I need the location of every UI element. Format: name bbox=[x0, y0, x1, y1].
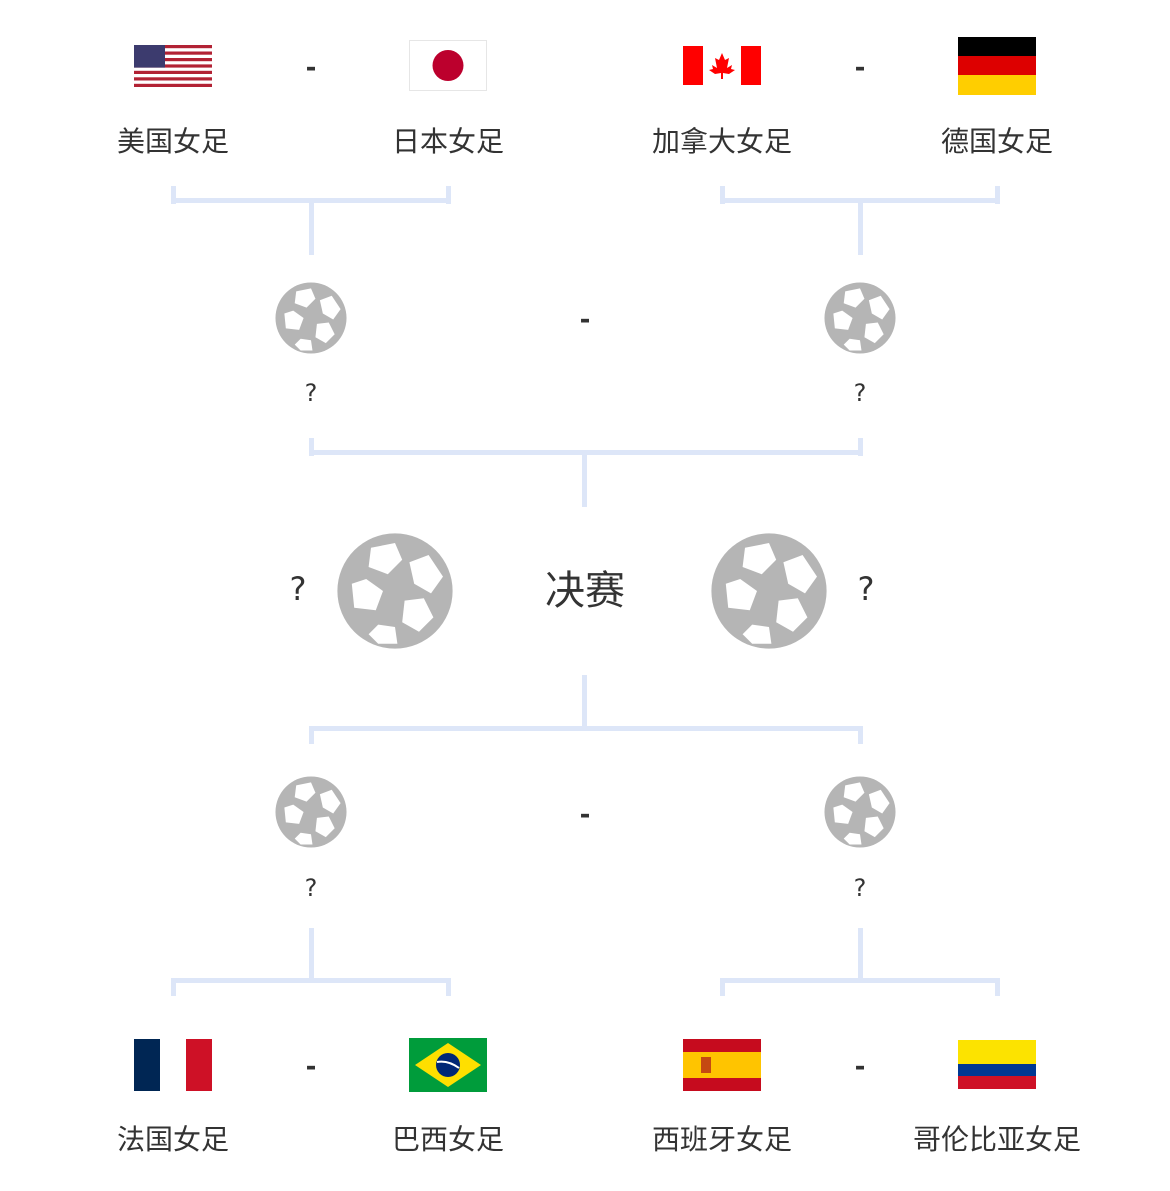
connector-line bbox=[995, 186, 1000, 204]
connector-line bbox=[446, 978, 451, 996]
match-separator: - bbox=[854, 53, 866, 83]
canada-flag-icon[interactable] bbox=[683, 46, 761, 85]
connector-line bbox=[858, 928, 863, 982]
team-name[interactable]: 西班牙女足 bbox=[651, 1123, 792, 1156]
connector-line bbox=[582, 675, 587, 731]
team-name[interactable]: 德国女足 bbox=[940, 125, 1053, 158]
semifinal-team: ? bbox=[853, 379, 867, 407]
soccer-ball-icon bbox=[824, 776, 896, 848]
semifinal-team: ? bbox=[853, 874, 867, 902]
connector-line bbox=[720, 978, 725, 996]
connector-line bbox=[582, 450, 587, 507]
finalist-right: ? bbox=[857, 570, 875, 608]
match-separator: - bbox=[305, 53, 317, 83]
connector-line bbox=[171, 186, 176, 204]
team-name[interactable]: 日本女足 bbox=[391, 125, 504, 158]
connector-line bbox=[171, 978, 451, 983]
connector-line bbox=[309, 198, 314, 255]
usa-flag-icon[interactable] bbox=[134, 45, 212, 87]
spain-flag-icon[interactable] bbox=[683, 1039, 761, 1091]
connector-line bbox=[858, 198, 863, 255]
germany-flag-icon[interactable] bbox=[958, 37, 1036, 95]
connector-line bbox=[995, 978, 1000, 996]
japan-flag-icon[interactable] bbox=[409, 40, 487, 91]
connector-line bbox=[720, 978, 1000, 983]
france-flag-icon[interactable] bbox=[134, 1039, 212, 1091]
connector-line bbox=[309, 438, 314, 456]
soccer-ball-icon bbox=[337, 533, 453, 649]
soccer-ball-icon bbox=[824, 282, 896, 354]
team-name[interactable]: 哥伦比亚女足 bbox=[912, 1123, 1081, 1156]
soccer-ball-icon bbox=[275, 776, 347, 848]
team-name[interactable]: 加拿大女足 bbox=[651, 125, 792, 158]
connector-line bbox=[309, 726, 314, 744]
connector-line bbox=[446, 186, 451, 204]
soccer-ball-icon bbox=[275, 282, 347, 354]
connector-line bbox=[720, 186, 725, 204]
match-separator: - bbox=[854, 1052, 866, 1082]
finalist-left: ? bbox=[289, 570, 307, 608]
match-separator: - bbox=[579, 800, 591, 830]
team-name[interactable]: 美国女足 bbox=[116, 125, 229, 158]
brazil-flag-icon[interactable] bbox=[409, 1038, 487, 1092]
connector-line bbox=[171, 978, 176, 996]
team-name[interactable]: 法国女足 bbox=[116, 1123, 229, 1156]
colombia-flag-icon[interactable] bbox=[958, 1040, 1036, 1089]
connector-line bbox=[309, 928, 314, 982]
semifinal-team: ? bbox=[304, 379, 318, 407]
connector-line bbox=[858, 726, 863, 744]
team-name[interactable]: 巴西女足 bbox=[391, 1123, 504, 1156]
connector-line bbox=[858, 438, 863, 456]
final-label: 决赛 bbox=[545, 568, 625, 614]
soccer-ball-icon bbox=[711, 533, 827, 649]
semifinal-team: ? bbox=[304, 874, 318, 902]
match-separator: - bbox=[305, 1052, 317, 1082]
match-separator: - bbox=[579, 305, 591, 335]
connector-line bbox=[309, 726, 863, 731]
